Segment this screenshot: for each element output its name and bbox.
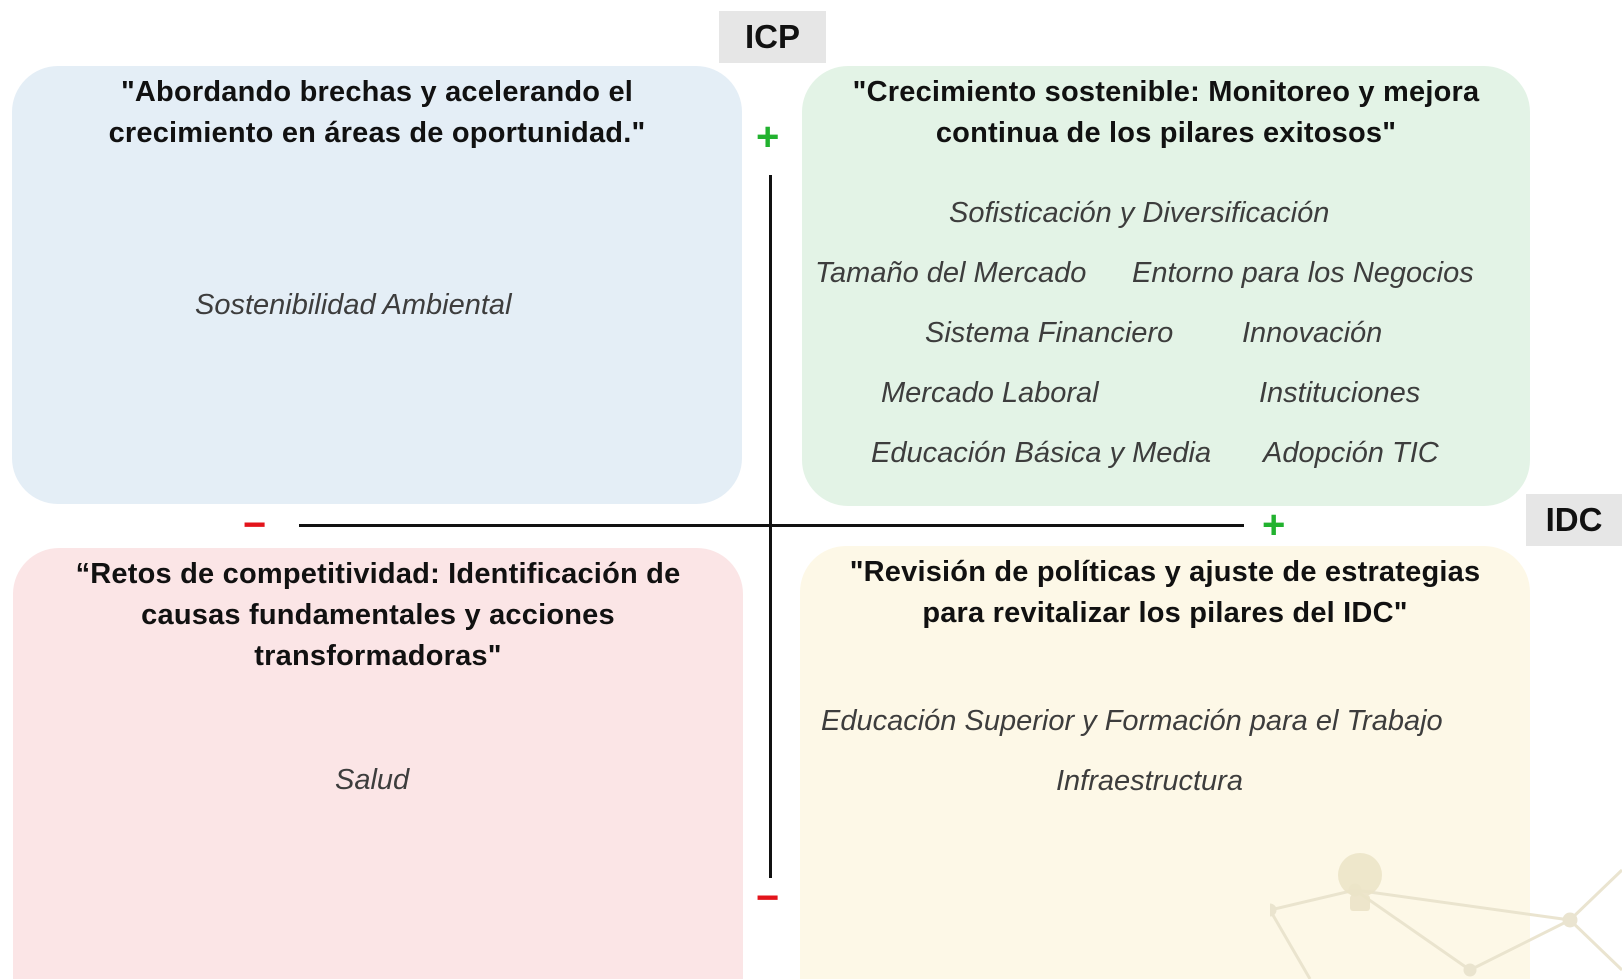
minus-sign-icon: − xyxy=(243,503,267,547)
pillar-label: Innovación xyxy=(1242,317,1383,349)
pillar-label: Sistema Financiero xyxy=(925,317,1174,349)
quadrant-top-left: "Abordando brechas y acelerando el creci… xyxy=(12,66,742,504)
plus-sign-icon: + xyxy=(1262,503,1286,547)
quadrant-bottom-right: "Revisión de políticas y ajuste de estra… xyxy=(800,546,1530,979)
lightbulb-network-watermark-icon xyxy=(1270,853,1622,979)
quadrant-title: "Abordando brechas y acelerando el creci… xyxy=(108,76,646,149)
pillar-label: Educación Superior y Formación para el T… xyxy=(821,705,1443,737)
pillar-label: Sofisticación y Diversificación xyxy=(949,197,1330,229)
horizontal-axis-line xyxy=(299,524,1244,527)
pillar-label: Infraestructura xyxy=(1056,765,1243,797)
pillar-label: Adopción TIC xyxy=(1263,437,1439,469)
quadrant-top-right: "Crecimiento sostenible: Monitoreo y mej… xyxy=(802,66,1530,506)
pillar-label: Instituciones xyxy=(1259,377,1421,409)
pillar-label: Mercado Laboral xyxy=(881,377,1099,409)
pillar-label: Educación Básica y Media xyxy=(871,437,1212,469)
quadrant-title: “Retos de competitividad: Identificación… xyxy=(75,558,681,672)
quadrant-bottom-left: “Retos de competitividad: Identificación… xyxy=(13,548,743,979)
pillar-label: Salud xyxy=(335,764,410,796)
minus-sign-icon: − xyxy=(756,876,780,920)
plus-sign-icon: + xyxy=(756,115,780,159)
pillar-label: Sostenibilidad Ambiental xyxy=(195,289,512,321)
pillar-label: Tamaño del Mercado xyxy=(815,257,1087,289)
horizontal-axis-label: IDC xyxy=(1526,494,1622,546)
pillar-label: Entorno para los Negocios xyxy=(1132,257,1474,289)
quadrant-title: "Revisión de políticas y ajuste de estra… xyxy=(849,556,1481,629)
vertical-axis-label: ICP xyxy=(719,11,826,63)
quadrant-title: "Crecimiento sostenible: Monitoreo y mej… xyxy=(852,76,1480,149)
